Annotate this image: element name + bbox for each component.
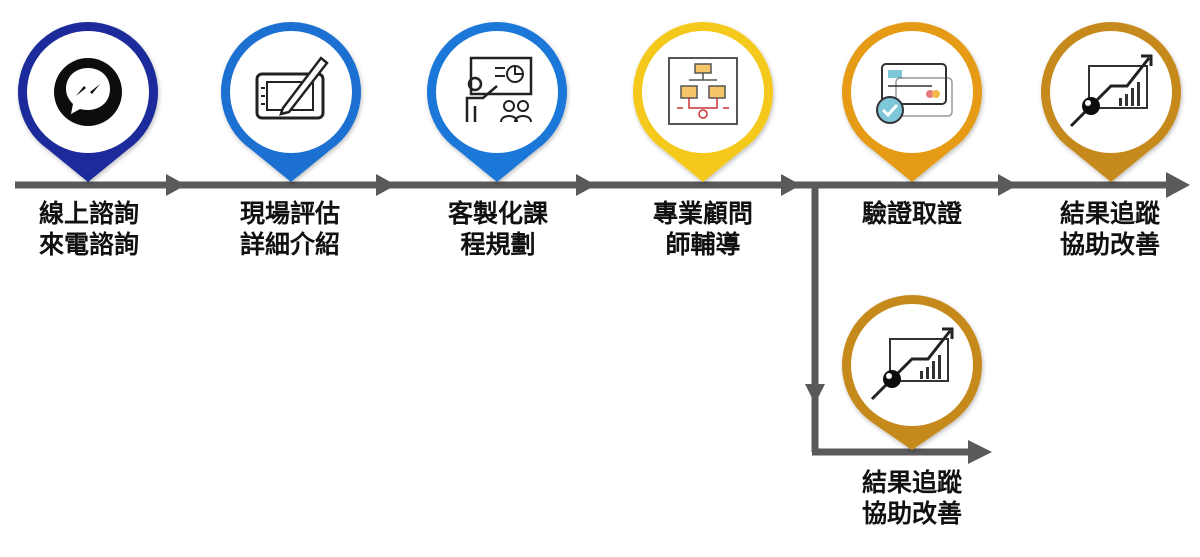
pin-inner-circle	[851, 304, 973, 426]
step-6-line2: 協助改善	[1059, 230, 1160, 259]
pin-step-2	[221, 21, 361, 182]
pin-inner-circle	[1050, 31, 1172, 153]
step-3-line1: 客製化課	[447, 199, 548, 228]
messenger-icon	[54, 58, 122, 126]
arrowhead-5	[998, 174, 1018, 196]
pin-inner-circle	[436, 31, 558, 153]
step-label-6: 結果追蹤 協助改善	[1025, 198, 1195, 260]
step-2-line2: 詳細介紹	[239, 230, 340, 259]
step-1-line1: 線上諮詢	[38, 199, 139, 228]
timeline-arrowheads	[166, 172, 1190, 198]
branch-label: 結果追蹤 協助改善	[827, 467, 997, 529]
pin-step-1	[18, 21, 158, 182]
flowchart-icon	[668, 57, 738, 125]
step-6-line1: 結果追蹤	[1059, 199, 1160, 228]
pin-inner-circle	[230, 31, 352, 153]
pin-step-3	[427, 21, 567, 182]
pin-step-4	[633, 21, 773, 182]
step-1-line2: 來電諮詢	[38, 230, 139, 259]
branch-end-arrowhead	[968, 440, 992, 464]
step-label-2: 現場評估 詳細介紹	[205, 198, 375, 260]
arrowhead-4	[781, 174, 801, 196]
pin-branch	[842, 295, 982, 450]
step-label-4: 專業顧問 師輔導	[618, 198, 788, 260]
step-label-3: 客製化課 程規劃	[413, 198, 583, 260]
arrowhead-end	[1166, 172, 1190, 198]
step-5-line1: 驗證取證	[861, 199, 962, 228]
step-4-line1: 專業顧問	[652, 199, 753, 228]
step-2-line1: 現場評估	[239, 199, 340, 228]
growth-chart-icon	[1069, 54, 1153, 128]
branch-down-arrowhead	[805, 384, 825, 404]
step-3-line2: 程規劃	[460, 230, 536, 259]
pin-step-6	[1041, 21, 1181, 182]
pin-inner-circle	[642, 31, 764, 153]
arrowhead-1	[166, 174, 186, 196]
arrowhead-2	[376, 174, 396, 196]
branch-line	[805, 185, 992, 464]
card-check-icon	[876, 63, 953, 124]
presentation-icon	[465, 56, 533, 123]
branch-line2: 協助改善	[861, 499, 962, 528]
arrowhead-3	[576, 174, 596, 196]
step-label-1: 線上諮詢 來電諮詢	[4, 198, 174, 260]
growth-chart-icon	[870, 327, 954, 401]
step-label-5: 驗證取證	[827, 198, 997, 229]
branch-line1: 結果追蹤	[861, 468, 962, 497]
pin-step-5	[842, 21, 982, 182]
tablet-pen-icon	[255, 56, 329, 120]
step-4-line2: 師輔導	[665, 230, 741, 259]
